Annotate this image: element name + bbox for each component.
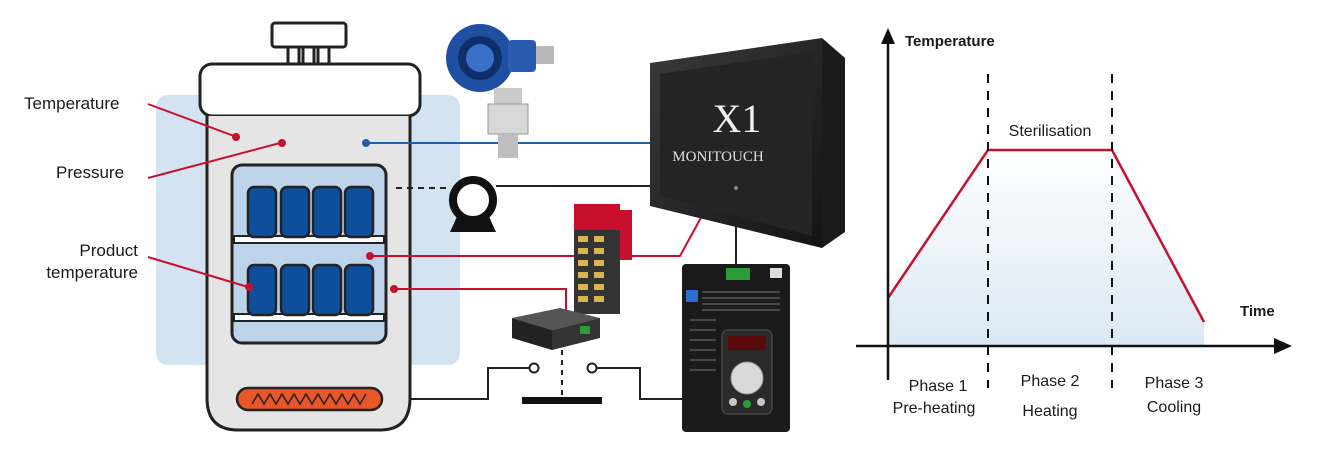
label-temperature: Temperature bbox=[24, 94, 119, 113]
shelf-lower bbox=[233, 313, 385, 322]
switch-contact-left bbox=[528, 362, 540, 374]
hmi-monitor: X1 MONITOUCH bbox=[650, 38, 845, 248]
y-axis-arrow bbox=[881, 28, 895, 44]
phase-2-desc: Heating bbox=[1022, 403, 1077, 420]
heater-coil bbox=[251, 392, 367, 406]
switch-contact-right bbox=[586, 362, 598, 374]
temperature-controller-device bbox=[574, 204, 632, 314]
graph-y-label: Temperature bbox=[905, 33, 995, 50]
pressure-sensor-dot bbox=[278, 139, 286, 147]
vessel-group bbox=[156, 21, 460, 432]
process-graph: Temperature Time Sterilisation Phase 1 P… bbox=[856, 28, 1292, 420]
vessel-lid bbox=[198, 62, 422, 118]
phase-3-desc: Cooling bbox=[1147, 399, 1201, 416]
x-axis-arrow bbox=[1274, 338, 1292, 354]
product-sensor-dot bbox=[245, 283, 253, 291]
phase-1-desc: Pre-heating bbox=[893, 400, 976, 417]
phase-3-name: Phase 3 bbox=[1145, 375, 1204, 392]
shelf-upper bbox=[233, 235, 385, 244]
graph-x-label: Time bbox=[1240, 303, 1275, 320]
phase-2-name: Phase 2 bbox=[1021, 373, 1080, 390]
temperature-sensor-dot bbox=[232, 133, 240, 141]
power-supply-device bbox=[512, 308, 600, 350]
temperature-profile-line bbox=[886, 148, 1206, 323]
vessel-lid-knob bbox=[270, 21, 348, 49]
label-pressure: Pressure bbox=[56, 163, 124, 182]
sterilisation-label: Sterilisation bbox=[1009, 123, 1092, 140]
inverter-drive-device bbox=[682, 264, 790, 432]
graph-area-fill bbox=[888, 150, 1204, 346]
leader-lines bbox=[147, 103, 281, 288]
label-product-line2: temperature bbox=[46, 263, 138, 282]
label-product-line1: Product bbox=[79, 241, 138, 260]
pressure-transmitter-device bbox=[446, 24, 554, 158]
switch-bar bbox=[522, 397, 602, 404]
product-row-upper bbox=[246, 185, 375, 239]
hmi-brand-text: MONITOUCH bbox=[672, 149, 764, 165]
phase-1-name: Phase 1 bbox=[909, 378, 968, 395]
hmi-model-text: X1 bbox=[713, 96, 762, 141]
pump-icon bbox=[449, 176, 497, 232]
